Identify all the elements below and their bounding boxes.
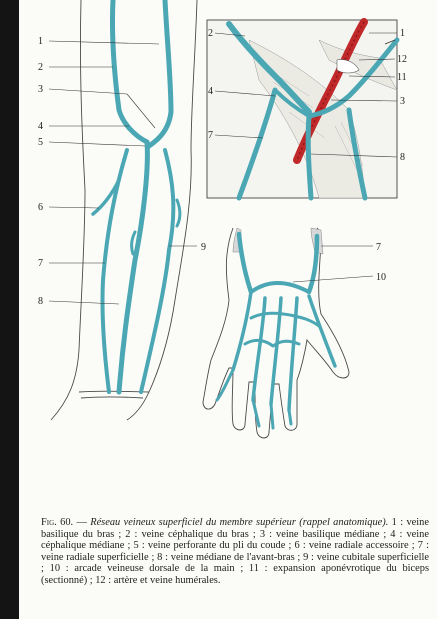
- hand-thumb-vein: [217, 370, 233, 400]
- elbow-median: [308, 116, 311, 198]
- dark-margin: [0, 0, 19, 619]
- arm-veins: [93, 0, 180, 392]
- arm-illustration: 1 2 3 4 5 6 7 8 9: [38, 0, 206, 420]
- dorsal-arch: [251, 283, 309, 292]
- hand-outline: [203, 228, 349, 438]
- arm-label-9: 9: [201, 242, 206, 253]
- elbow-label-11: 11: [397, 72, 407, 83]
- elbow-label-7: 7: [208, 130, 213, 141]
- arm-label-3: 3: [38, 84, 43, 95]
- arm-outline-right: [127, 0, 197, 420]
- median-cubital: [119, 142, 147, 392]
- figure-title: Réseau veineux superficiel du membre sup…: [90, 517, 388, 528]
- book-page: 1 2 3 4 5 6 7 8 9: [19, 0, 437, 619]
- arm-label-8: 8: [38, 296, 43, 307]
- elbow-detail: 2 4 7 1 12 11 3 8: [207, 20, 407, 198]
- hand-veins: [217, 234, 335, 428]
- hand-label-10: 10: [376, 272, 386, 283]
- branch-b: [177, 200, 180, 226]
- hand-label-group: 7 10: [293, 242, 386, 283]
- elbow-label-2: 2: [208, 28, 213, 39]
- hand-radial: [239, 234, 251, 292]
- arm-label-5: 5: [38, 137, 43, 148]
- anatomical-figure: 1 2 3 4 5 6 7 8 9: [19, 0, 437, 500]
- hand-finger-tip-2: [271, 404, 273, 428]
- arm-wrist-line-2: [81, 397, 143, 398]
- basilic-vein: [149, 0, 171, 146]
- hand-vein-1: [233, 292, 251, 370]
- figure-number: Fig. 60.: [41, 517, 73, 528]
- hand-illustration: 7 10: [203, 228, 386, 438]
- arm-label-4: 4: [38, 121, 43, 132]
- arm-label-6: 6: [38, 202, 43, 213]
- elbow-label-4: 4: [208, 86, 213, 97]
- cephalic-vein: [112, 0, 147, 142]
- elbow-label-1: 1: [400, 28, 405, 39]
- arm-label-1: 1: [38, 36, 43, 47]
- elbow-label-8: 8: [400, 152, 405, 163]
- hand-finger-tip-3: [289, 410, 291, 424]
- arm-outline-left: [51, 0, 85, 420]
- elbow-label-3: 3: [400, 96, 405, 107]
- figure-caption: Fig. 60. — Réseau veineux superficiel du…: [41, 517, 429, 587]
- hand-cross-2: [245, 340, 299, 346]
- arm-label-7: 7: [38, 258, 43, 269]
- arm-wrist-line: [79, 391, 149, 392]
- hand-label-7: 7: [376, 242, 381, 253]
- arm-label-2: 2: [38, 62, 43, 73]
- elbow-label-12: 12: [397, 54, 407, 65]
